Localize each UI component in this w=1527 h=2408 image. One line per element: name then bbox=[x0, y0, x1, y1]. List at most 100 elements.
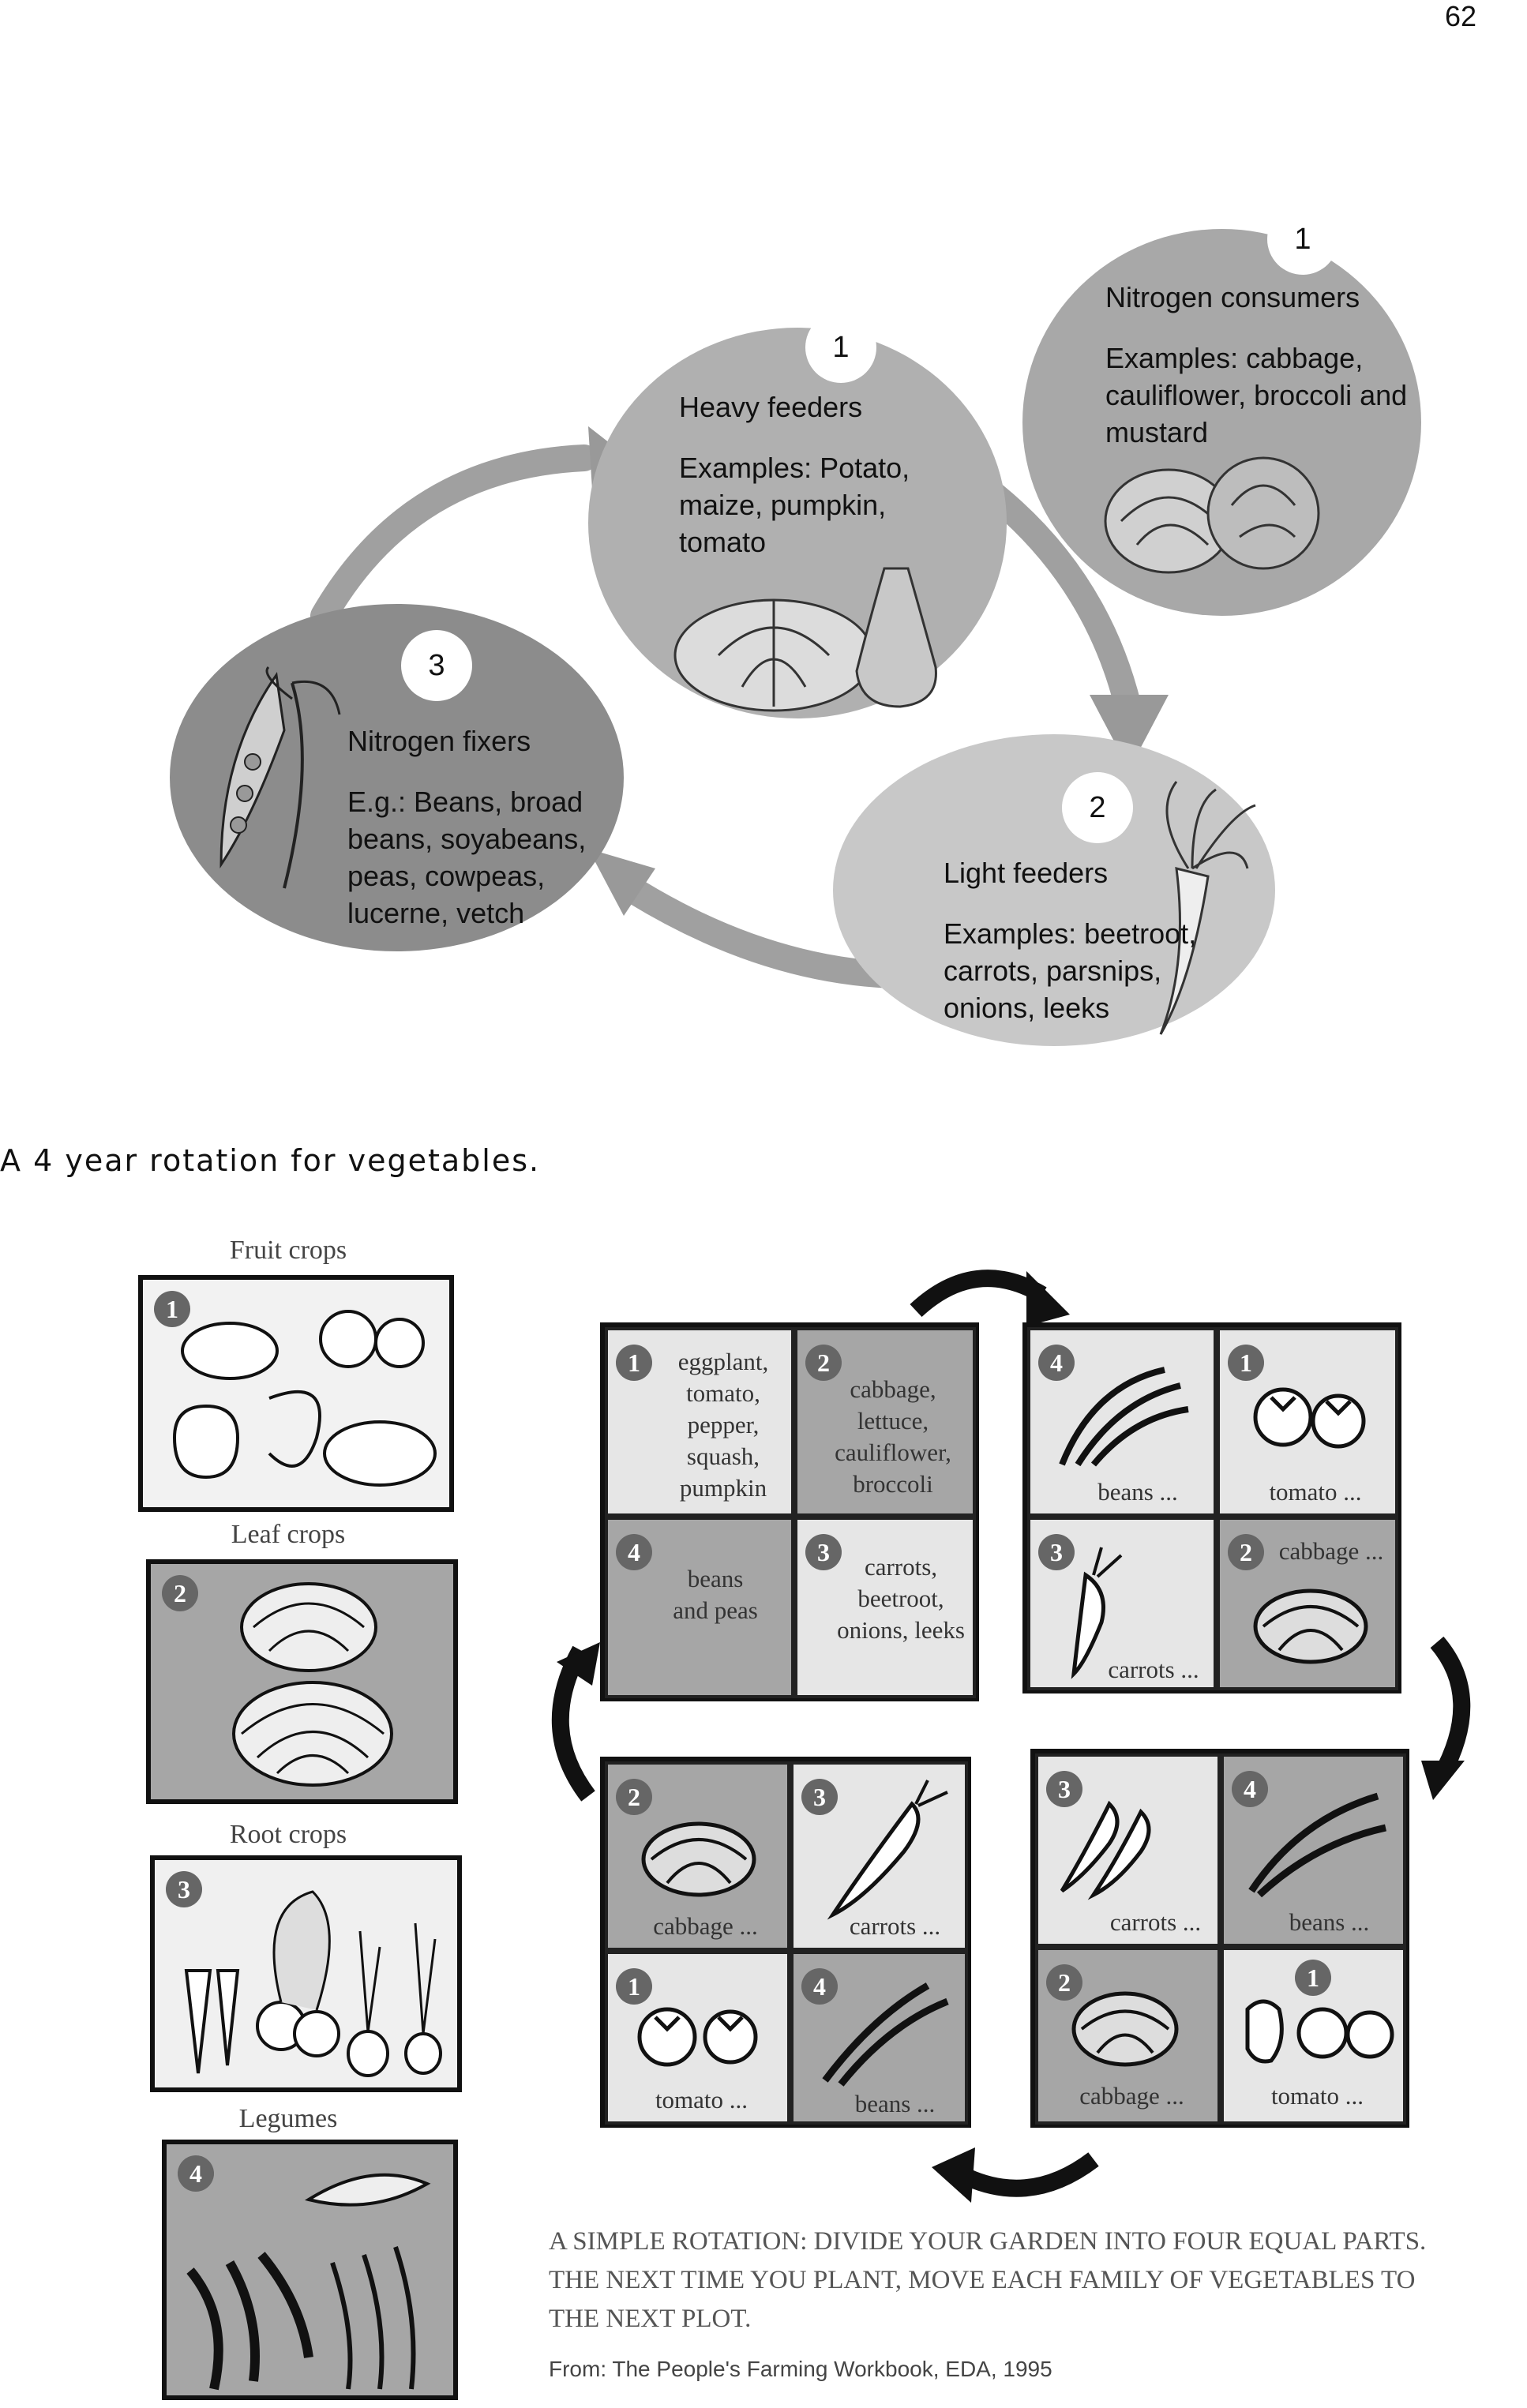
carrot-illustration bbox=[1159, 781, 1256, 1035]
grid-cell: 4 beans ... bbox=[1027, 1327, 1217, 1517]
cell-label: eggplant, tomato, pepper, squash, pumpki… bbox=[677, 1348, 769, 1502]
cell-number: 3 bbox=[1038, 1534, 1075, 1570]
tomato-icon bbox=[1253, 1387, 1366, 1449]
cell-label: beans ... bbox=[1097, 1478, 1178, 1506]
leaf-crops-illustration bbox=[232, 1582, 393, 1787]
beans-icon bbox=[822, 1982, 949, 2087]
arrow-head-2 bbox=[1090, 695, 1169, 770]
cabbage-icon bbox=[1071, 1991, 1179, 2067]
cell-number: 3 bbox=[1046, 1771, 1082, 1807]
cell-label: cabbage ... bbox=[1079, 2082, 1184, 2110]
root-crops-box: 3 bbox=[150, 1855, 462, 2092]
leaf-crops-title: Leaf crops bbox=[231, 1520, 346, 1549]
tomato-icon bbox=[637, 2007, 758, 2067]
page-number: 62 bbox=[1445, 0, 1477, 32]
cell-number: 4 bbox=[801, 1968, 838, 2005]
rotation-grid-bottom-left: 2 cabbage ... 3 carrots ... 1 tomato ...… bbox=[600, 1757, 971, 2128]
cell-label: beans ... bbox=[854, 2090, 936, 2117]
cabbage-broccoli-illustration bbox=[1104, 456, 1320, 574]
grid-cell: 4 beans ... bbox=[790, 1951, 968, 2125]
root-crops-title: Root crops bbox=[229, 1820, 347, 1849]
cell-label: cabbage ... bbox=[653, 1912, 758, 1940]
arrow-bottom bbox=[951, 2152, 1099, 2197]
grid-cell: 3 carrots, beetroot, onions, leeks bbox=[794, 1517, 976, 1698]
arrow-fixers-to-heavy bbox=[310, 444, 598, 629]
heavy-feeders-text: Heavy feeders Examples: Potato, maize, p… bbox=[679, 388, 932, 561]
cell-label: carrots, beetroot, onions, leeks bbox=[837, 1553, 965, 1644]
beans-icon bbox=[1248, 1792, 1386, 1898]
heavy-feeders-number: 1 bbox=[805, 312, 876, 383]
cell-number: 3 bbox=[805, 1534, 842, 1570]
leaf-crops-box: 2 bbox=[146, 1559, 458, 1804]
figure-caption: A 4 year rotation for vegetables. bbox=[0, 1143, 541, 1178]
cell-label: cabbage ... bbox=[1278, 1537, 1384, 1565]
carrot-icon bbox=[1071, 1547, 1123, 1679]
cell-number: 2 bbox=[805, 1345, 842, 1381]
legumes-illustration bbox=[186, 2173, 431, 2391]
rotation-line-1: A SIMPLE ROTATION: DIVIDE YOUR GARDEN IN… bbox=[549, 2227, 1427, 2256]
tomato-pepper-icon bbox=[1245, 1999, 1394, 2064]
grid-cell: 1 tomato ... bbox=[1217, 1327, 1398, 1517]
cell-number: 3 bbox=[801, 1779, 838, 1815]
fruit-crops-number: 1 bbox=[154, 1291, 190, 1327]
rotation-instructions: A SIMPLE ROTATION: DIVIDE YOUR GARDEN IN… bbox=[549, 2222, 1520, 2339]
carrot-icon bbox=[827, 1780, 948, 1920]
grid-cell: 2 cabbage ... bbox=[605, 1761, 790, 1951]
cell-number: 1 bbox=[616, 1968, 652, 2005]
fruit-crops-illustration bbox=[172, 1310, 437, 1487]
nitrogen-fixers-number: 3 bbox=[401, 630, 472, 701]
nitrogen-consumers-title: Nitrogen consumers bbox=[1105, 281, 1360, 313]
cell-label: cabbage, lettuce, cauliflower, broccoli bbox=[835, 1375, 951, 1498]
light-feeders-title: Light feeders bbox=[944, 857, 1109, 889]
root-crops-illustration bbox=[184, 1890, 442, 2077]
grid-cell: 2 cabbage ... bbox=[1217, 1517, 1398, 1690]
cell-label: carrots ... bbox=[1109, 1908, 1202, 1936]
cabbage-icon bbox=[641, 1821, 756, 1897]
grid-cell: 3 carrots ... bbox=[1027, 1517, 1217, 1690]
beans-icon bbox=[1059, 1367, 1189, 1467]
cell-number: 4 bbox=[1232, 1771, 1268, 1807]
cell-number: 2 bbox=[1046, 1964, 1082, 2001]
cell-label: tomato ... bbox=[1270, 2082, 1364, 2110]
light-feeders-text: Light feeders Examples: beetroot, carrot… bbox=[944, 854, 1251, 1026]
cell-label: beans ... bbox=[1289, 1908, 1370, 1936]
grid-cell: 1 eggplant, tomato, pepper, squash, pump… bbox=[605, 1327, 794, 1517]
leaf-crops-number: 2 bbox=[162, 1575, 198, 1611]
cell-number: 4 bbox=[1038, 1345, 1075, 1381]
nitrogen-fixers-text: Nitrogen fixers E.g.: Beans, broad beans… bbox=[347, 722, 616, 932]
cell-number: 2 bbox=[1228, 1534, 1264, 1570]
legumes-box: 4 bbox=[162, 2140, 458, 2400]
nitrogen-fixers-examples: E.g.: Beans, broad beans, soyabeans, pea… bbox=[347, 786, 587, 929]
grid-cell: 2 cabbage ... bbox=[1035, 1947, 1221, 2125]
pea-pod-illustration bbox=[219, 666, 341, 889]
cabbage-icon bbox=[1253, 1588, 1368, 1664]
legumes-title: Legumes bbox=[238, 2104, 338, 2133]
source-citation: From: The People's Farming Workbook, EDA… bbox=[549, 2357, 1052, 2381]
heavy-feeders-title: Heavy feeders bbox=[679, 391, 863, 423]
grid-cell: 3 carrots ... bbox=[790, 1761, 968, 1951]
arrow-right bbox=[1430, 1636, 1471, 1781]
nitrogen-consumers-text: Nitrogen consumers Examples: cabbage, ca… bbox=[1105, 279, 1437, 451]
light-feeders-examples: Examples: beetroot, carrots, parsnips, o… bbox=[944, 917, 1197, 1024]
rotation-grid-top-right: 4 beans ... 1 tomato ... 3 carrots ... 2… bbox=[1022, 1322, 1401, 1693]
fruit-crops-box: 1 bbox=[138, 1275, 454, 1512]
cell-label: tomato ... bbox=[1269, 1478, 1362, 1506]
heavy-feeders-examples: Examples: Potato, maize, pumpkin, tomato bbox=[679, 452, 910, 558]
rotation-line-2: THE NEXT TIME YOU PLANT, MOVE EACH FAMIL… bbox=[549, 2266, 1416, 2294]
cycle-arrows bbox=[310, 426, 1169, 989]
grid-cell: 4 beans and peas bbox=[605, 1517, 794, 1698]
cell-number: 1 bbox=[1295, 1960, 1331, 1996]
grid-cell: 1 tomato ... bbox=[1221, 1947, 1406, 2125]
grid-cell: 1 tomato ... bbox=[605, 1951, 790, 2125]
grid-cell: 3 carrots ... bbox=[1035, 1753, 1221, 1947]
nitrogen-consumers-examples: Examples: cabbage, cauliflower, broccoli… bbox=[1105, 342, 1408, 448]
cell-number: 1 bbox=[1228, 1345, 1264, 1381]
carrot-icon bbox=[1060, 1800, 1151, 1900]
cell-number: 2 bbox=[616, 1779, 652, 1815]
cell-label: tomato ... bbox=[655, 2086, 748, 2114]
fruit-crops-title: Fruit crops bbox=[229, 1236, 347, 1265]
rotation-line-3: THE NEXT PLOT. bbox=[549, 2305, 752, 2333]
arrow-top bbox=[910, 1270, 1047, 1318]
grid-cell: 2 cabbage, lettuce, cauliflower, broccol… bbox=[794, 1327, 976, 1517]
